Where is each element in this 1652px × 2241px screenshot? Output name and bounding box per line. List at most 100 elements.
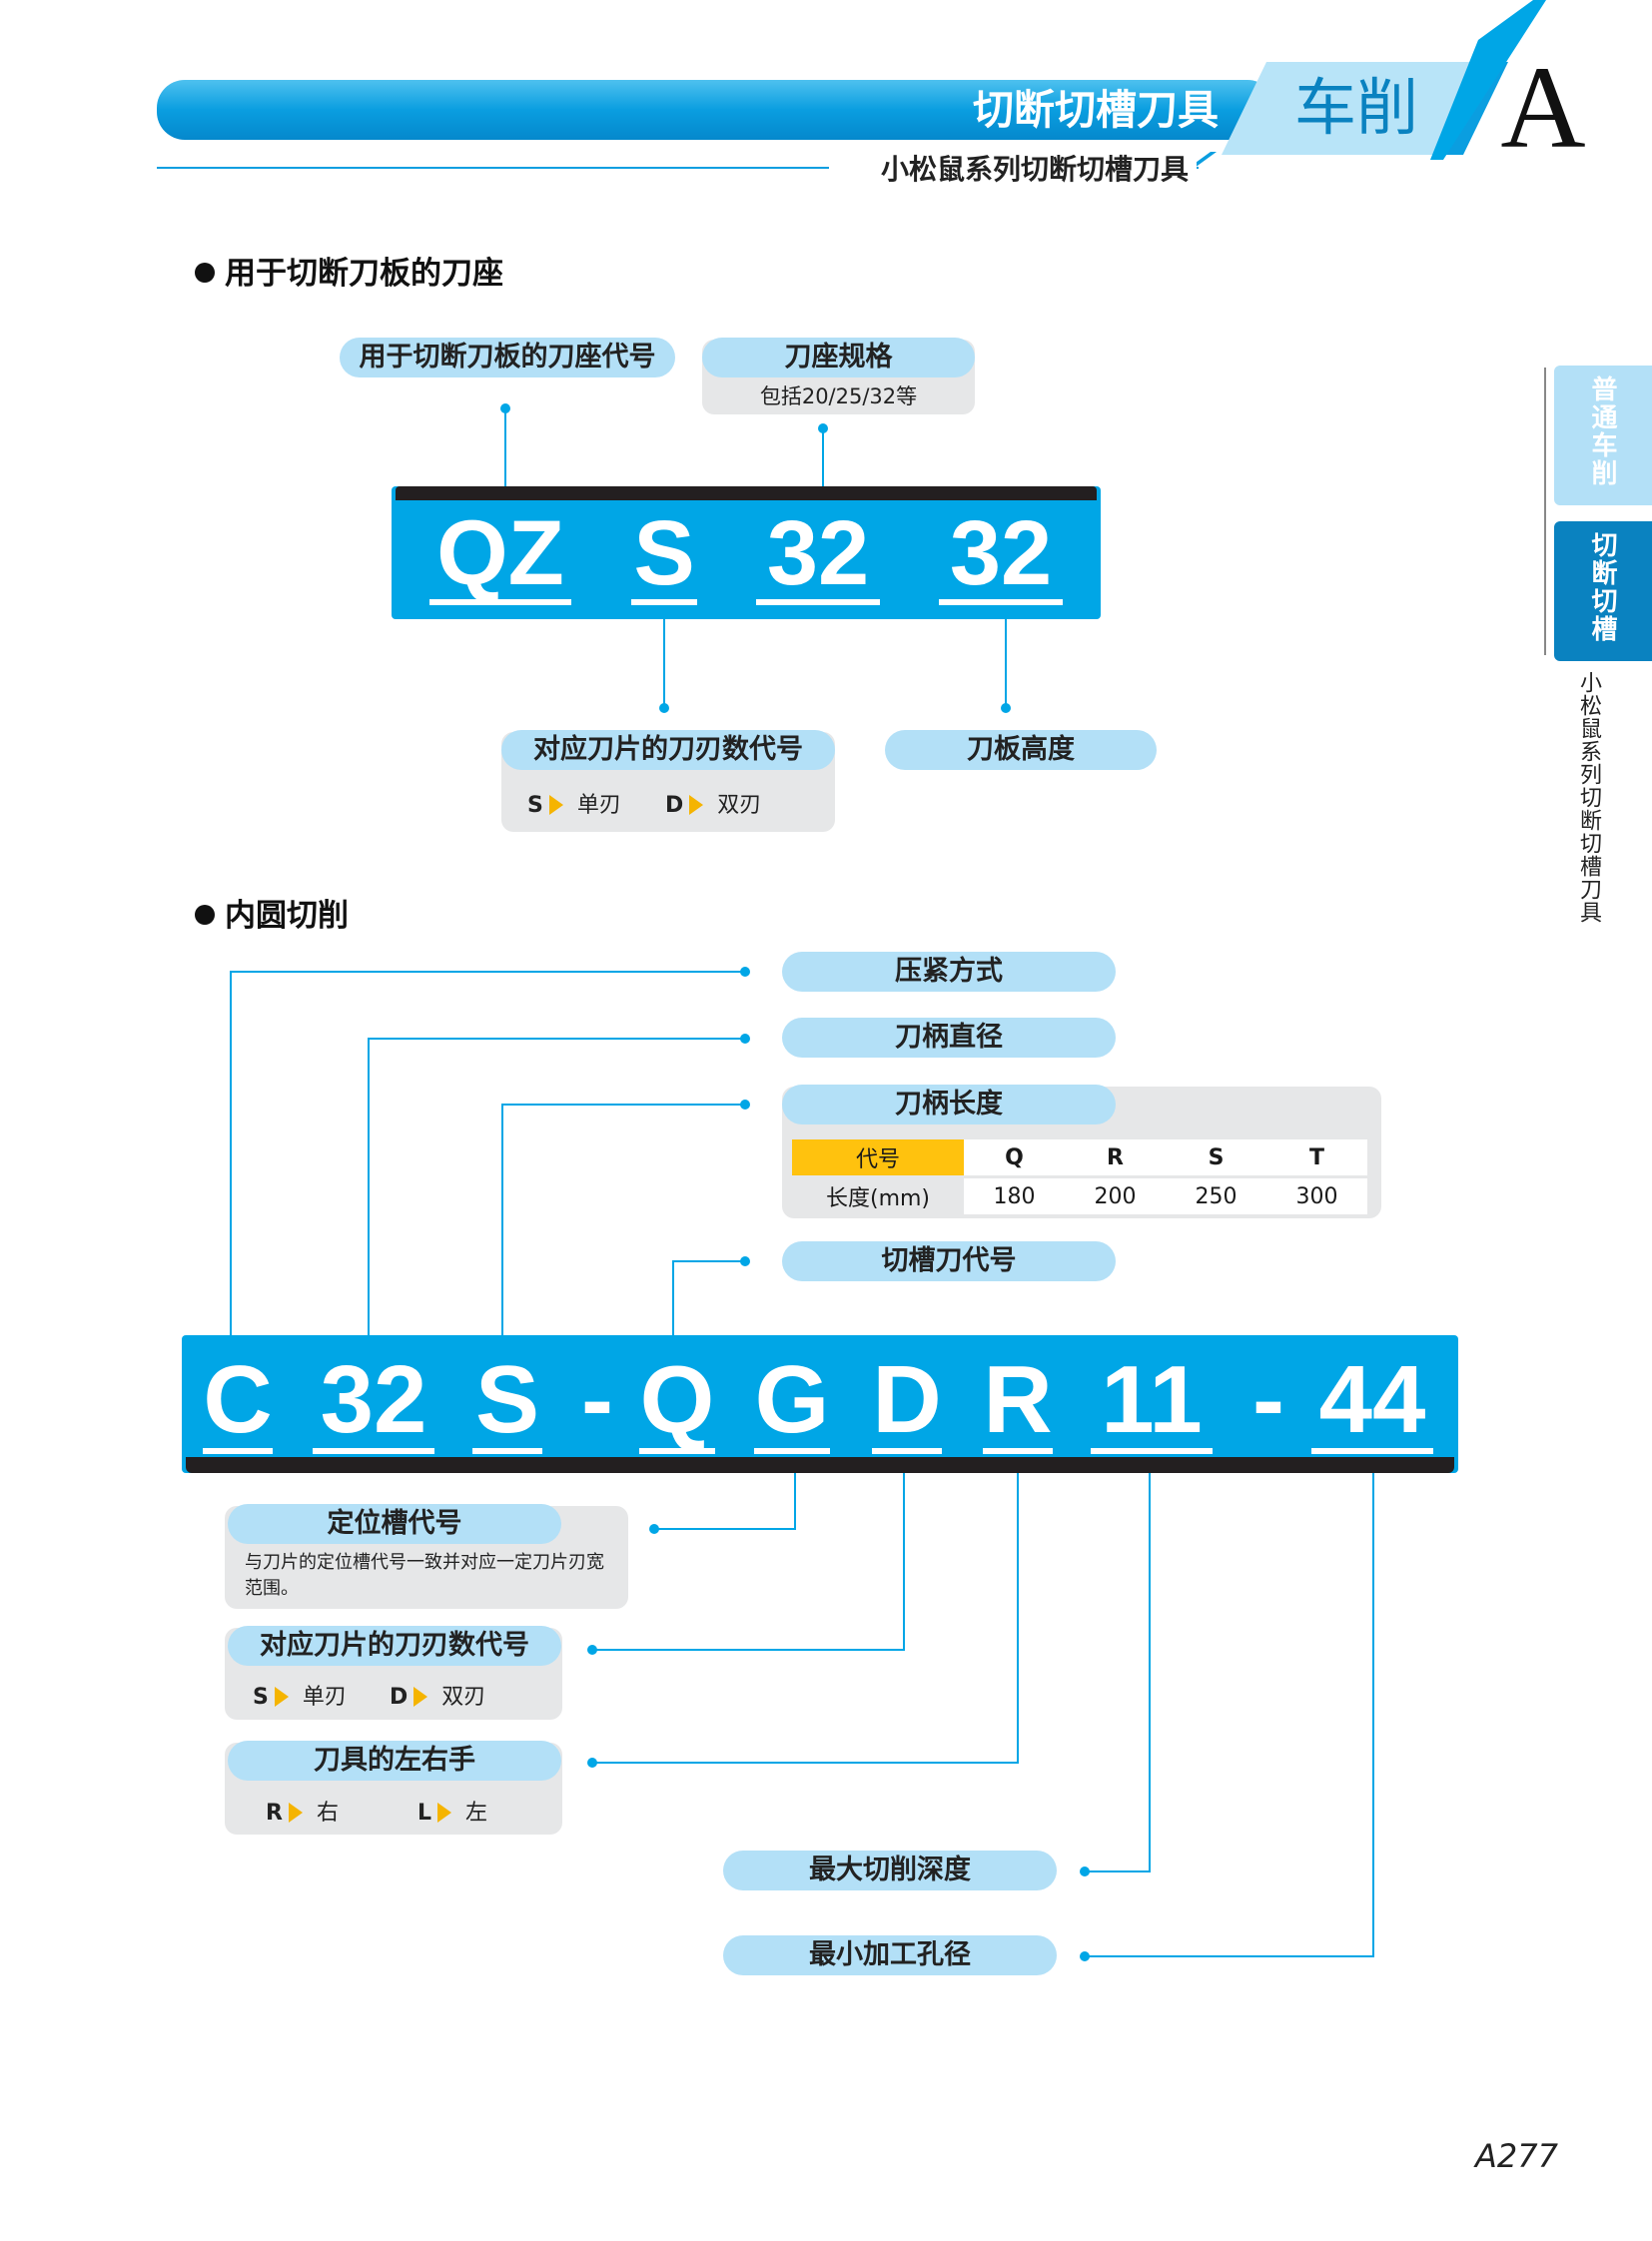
connector-line (1084, 1955, 1374, 1957)
code-s: S (631, 507, 697, 605)
connector-line (654, 1528, 796, 1530)
option-code: R (266, 1801, 283, 1826)
code-qz: QZ (429, 507, 571, 605)
option-text: 单刃 (576, 793, 621, 818)
code-q: Q (639, 1346, 715, 1454)
code-32: 32 (313, 1352, 434, 1454)
side-tab-general-turning[interactable]: 普通车削 (1554, 366, 1652, 505)
table-value-cell: 250 (1166, 1175, 1266, 1214)
side-tab-parting-grooving[interactable]: 切断切槽 (1554, 521, 1652, 661)
connector-line (903, 1473, 905, 1651)
header-subtitle: 小松鼠系列切断切槽刀具 (829, 152, 1197, 188)
connector-dot (1080, 1951, 1090, 1961)
connector-line (501, 1104, 503, 1336)
connector-line (501, 1104, 744, 1106)
connector-dot (649, 1524, 659, 1534)
connector-line (672, 1260, 674, 1336)
table-value-cell: 200 (1065, 1175, 1166, 1214)
locating-note: 与刀片的定位槽代号一致并对应一定刀片刃宽范围。 (245, 1552, 604, 1599)
label-shank-diameter: 刀柄直径 (782, 1018, 1116, 1058)
connector-dot (659, 703, 669, 713)
option-code: L (417, 1801, 432, 1826)
holder-code-bar (392, 486, 1101, 619)
section2-title: 内圆切削 (195, 890, 349, 935)
connector-dot (587, 1645, 597, 1655)
code-32-spec: 32 (756, 507, 880, 605)
connector-line (504, 409, 506, 491)
connector-line (368, 1038, 744, 1040)
table-code-cell: R (1065, 1139, 1166, 1177)
option-text: 双刃 (717, 793, 762, 818)
code-c: C (203, 1346, 273, 1454)
connector-line (663, 619, 665, 707)
connector-dot (587, 1758, 597, 1768)
option-text: 双刃 (441, 1685, 486, 1710)
label-edge-count-2: 对应刀片的刀刃数代号 (228, 1626, 561, 1666)
label-holder-spec: 刀座规格 (702, 338, 975, 377)
connector-line (591, 1649, 905, 1651)
header-graphic (157, 0, 1546, 169)
arrow-icon (413, 1687, 428, 1707)
option-text: 单刃 (302, 1685, 347, 1710)
table-code-cell: T (1266, 1139, 1367, 1177)
connector-line (794, 1473, 796, 1530)
table-header-cell: 代号 (792, 1139, 964, 1177)
label-max-depth: 最大切削深度 (723, 1851, 1057, 1890)
connector-dot (1001, 703, 1011, 713)
section-title: 切断切槽刀具 (973, 86, 1219, 134)
label-clamping: 压紧方式 (782, 952, 1116, 992)
side-tab-label: 切断切槽 (1587, 531, 1617, 643)
edge-option-double-2: D 双刃 (390, 1679, 485, 1711)
holder-spec-note: 包括20/25/32等 (759, 384, 918, 408)
label-hand: 刀具的左右手 (228, 1741, 561, 1781)
connector-line (1084, 1870, 1151, 1872)
code-g: G (754, 1346, 830, 1454)
page-number: A277 (1475, 2137, 1558, 2175)
code-d: D (872, 1346, 942, 1454)
label-locating-slot: 定位槽代号 (228, 1504, 561, 1544)
section1-title: 用于切断刀板的刀座 (195, 248, 503, 293)
code-r: R (983, 1346, 1053, 1454)
option-text: 右 (316, 1801, 339, 1826)
label-blade-height: 刀板高度 (885, 730, 1157, 770)
connector-line (822, 429, 824, 491)
connector-dot (818, 423, 828, 433)
table-value-cell: 180 (964, 1175, 1065, 1214)
section2-title-text: 内圆切削 (225, 898, 349, 934)
edge-option-double: D 双刃 (665, 787, 761, 819)
bullet-icon (195, 905, 215, 925)
option-text: 左 (465, 1801, 488, 1826)
section1-title-text: 用于切断刀板的刀座 (225, 256, 503, 292)
table-code-cell: Q (964, 1139, 1065, 1177)
label-min-bore: 最小加工孔径 (723, 1935, 1057, 1975)
code-11: 11 (1091, 1352, 1213, 1454)
table-value-cell: 300 (1266, 1175, 1367, 1214)
table-row: 长度(mm) 180 200 250 300 (792, 1175, 1367, 1214)
label-tool-code: 切槽刀代号 (782, 1241, 1116, 1281)
code-dash: - (1252, 1346, 1284, 1453)
table-header-row: 代号 Q R S T (792, 1139, 1367, 1177)
connector-line (1005, 619, 1007, 707)
option-code: D (390, 1685, 409, 1710)
connector-line (591, 1762, 1019, 1764)
side-divider (1544, 368, 1546, 655)
edge-option-single-2: S 单刃 (253, 1679, 347, 1711)
connector-dot (1080, 1867, 1090, 1876)
table-code-cell: S (1166, 1139, 1266, 1177)
connector-dot (740, 967, 750, 977)
table-row-label: 长度(mm) (792, 1175, 964, 1214)
category-title: 车削 (1293, 71, 1418, 144)
bullet-icon (195, 263, 215, 283)
option-code: D (665, 793, 684, 818)
code-32-height: 32 (939, 507, 1063, 605)
arrow-icon (548, 795, 563, 815)
connector-dot (740, 1256, 750, 1266)
arrow-icon (274, 1687, 289, 1707)
connector-dot (740, 1100, 750, 1110)
option-code: S (253, 1685, 269, 1710)
arrow-icon (437, 1803, 452, 1823)
connector-line (1372, 1473, 1374, 1957)
code-s2: S (472, 1352, 542, 1454)
connector-line (1149, 1473, 1151, 1872)
